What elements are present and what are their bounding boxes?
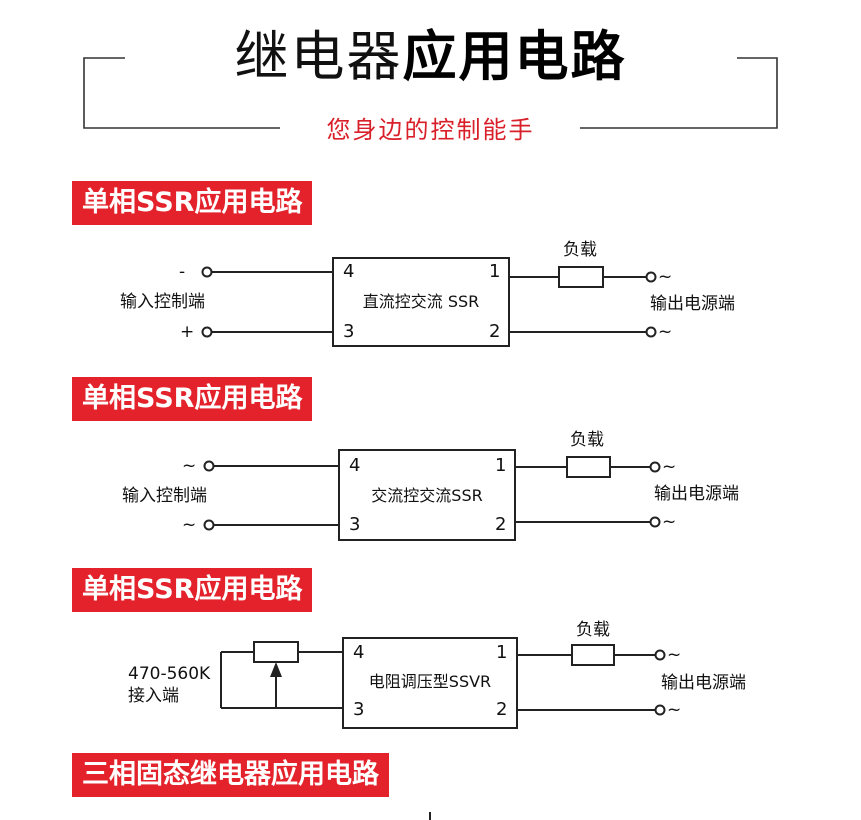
terminal-3a — [654, 649, 666, 661]
terminal-2b — [203, 519, 215, 531]
pin-4-2: 4 — [349, 455, 361, 476]
ssvr-block — [342, 637, 518, 729]
output-label-3: 输出电源端 — [661, 673, 746, 693]
load-label-2: 负载 — [570, 430, 604, 450]
section-banner-4: 三相固态继电器应用电路 — [72, 753, 389, 797]
load-resistor-1 — [558, 266, 604, 288]
pin-4-1: 4 — [343, 261, 355, 282]
output-symbol-bottom-1: ~ — [658, 322, 673, 342]
terminal-1c — [645, 271, 657, 283]
load-resistor-3 — [571, 644, 615, 666]
block-label-1: 直流控交流 SSR — [362, 292, 480, 311]
title-light-part: 继电器 — [234, 25, 403, 88]
input-symbol-top-1: - — [179, 262, 186, 282]
pin-3-2: 3 — [349, 514, 361, 535]
block-label-2: 交流控交流SSR — [371, 486, 483, 505]
output-symbol-top-1: ~ — [658, 267, 673, 287]
output-label-2: 输出电源端 — [654, 484, 739, 504]
load-label-1: 负载 — [563, 240, 597, 260]
input-symbol-bottom-1: + — [180, 322, 195, 342]
section-banner-2: 单相SSR应用电路 — [72, 377, 313, 421]
pin-2-3: 2 — [496, 699, 508, 720]
pin-4-3: 4 — [353, 642, 365, 663]
input-label-3-line2: 接入端 — [128, 686, 179, 706]
header-frame — [83, 57, 778, 129]
circuit-2-wiring — [203, 449, 661, 541]
title-bold-part: 应用电路 — [402, 25, 627, 88]
output-label-1: 输出电源端 — [650, 294, 735, 314]
section-banner-3: 单相SSR应用电路 — [72, 568, 313, 612]
terminal-2c — [649, 461, 661, 473]
load-label-3: 负载 — [576, 620, 610, 640]
pin-2-2: 2 — [495, 514, 507, 535]
circuit-3-wiring — [220, 637, 666, 729]
terminal-1b — [201, 326, 213, 338]
pin-3-3: 3 — [353, 699, 365, 720]
wiper-arrow — [270, 662, 282, 677]
terminal-1d — [645, 326, 657, 338]
ssr-block-1 — [332, 257, 510, 347]
input-label-2: 输入控制端 — [122, 486, 207, 506]
input-label-3-line1: 470-560K — [128, 664, 211, 684]
output-symbol-bottom-2: ~ — [662, 512, 677, 532]
page-subtitle: 您身边的控制能手 — [326, 116, 535, 144]
output-symbol-top-2: ~ — [662, 457, 677, 477]
input-label-1: 输入控制端 — [120, 292, 205, 312]
potentiometer — [253, 641, 299, 663]
terminal-1a — [201, 266, 213, 278]
terminal-2a — [203, 460, 215, 472]
pin-3-1: 3 — [343, 321, 355, 342]
terminal-2d — [649, 516, 661, 528]
terminal-3b — [654, 704, 666, 716]
pin-1-3: 1 — [496, 642, 508, 663]
output-symbol-top-3: ~ — [667, 645, 682, 665]
pin-1-1: 1 — [489, 261, 501, 282]
input-symbol-bottom-2: ~ — [182, 515, 197, 535]
load-resistor-2 — [566, 456, 611, 478]
input-symbol-top-2: ~ — [182, 456, 197, 476]
page-title: 继电器应用电路 — [0, 22, 861, 92]
pin-2-1: 2 — [489, 321, 501, 342]
circuit-1-wiring — [201, 257, 657, 347]
ssr-block-2 — [338, 449, 516, 541]
pin-1-2: 1 — [495, 455, 507, 476]
output-symbol-bottom-3: ~ — [667, 700, 682, 720]
block-label-3: 电阻调压型SSVR — [368, 672, 492, 691]
section-banner-1: 单相SSR应用电路 — [72, 181, 313, 225]
